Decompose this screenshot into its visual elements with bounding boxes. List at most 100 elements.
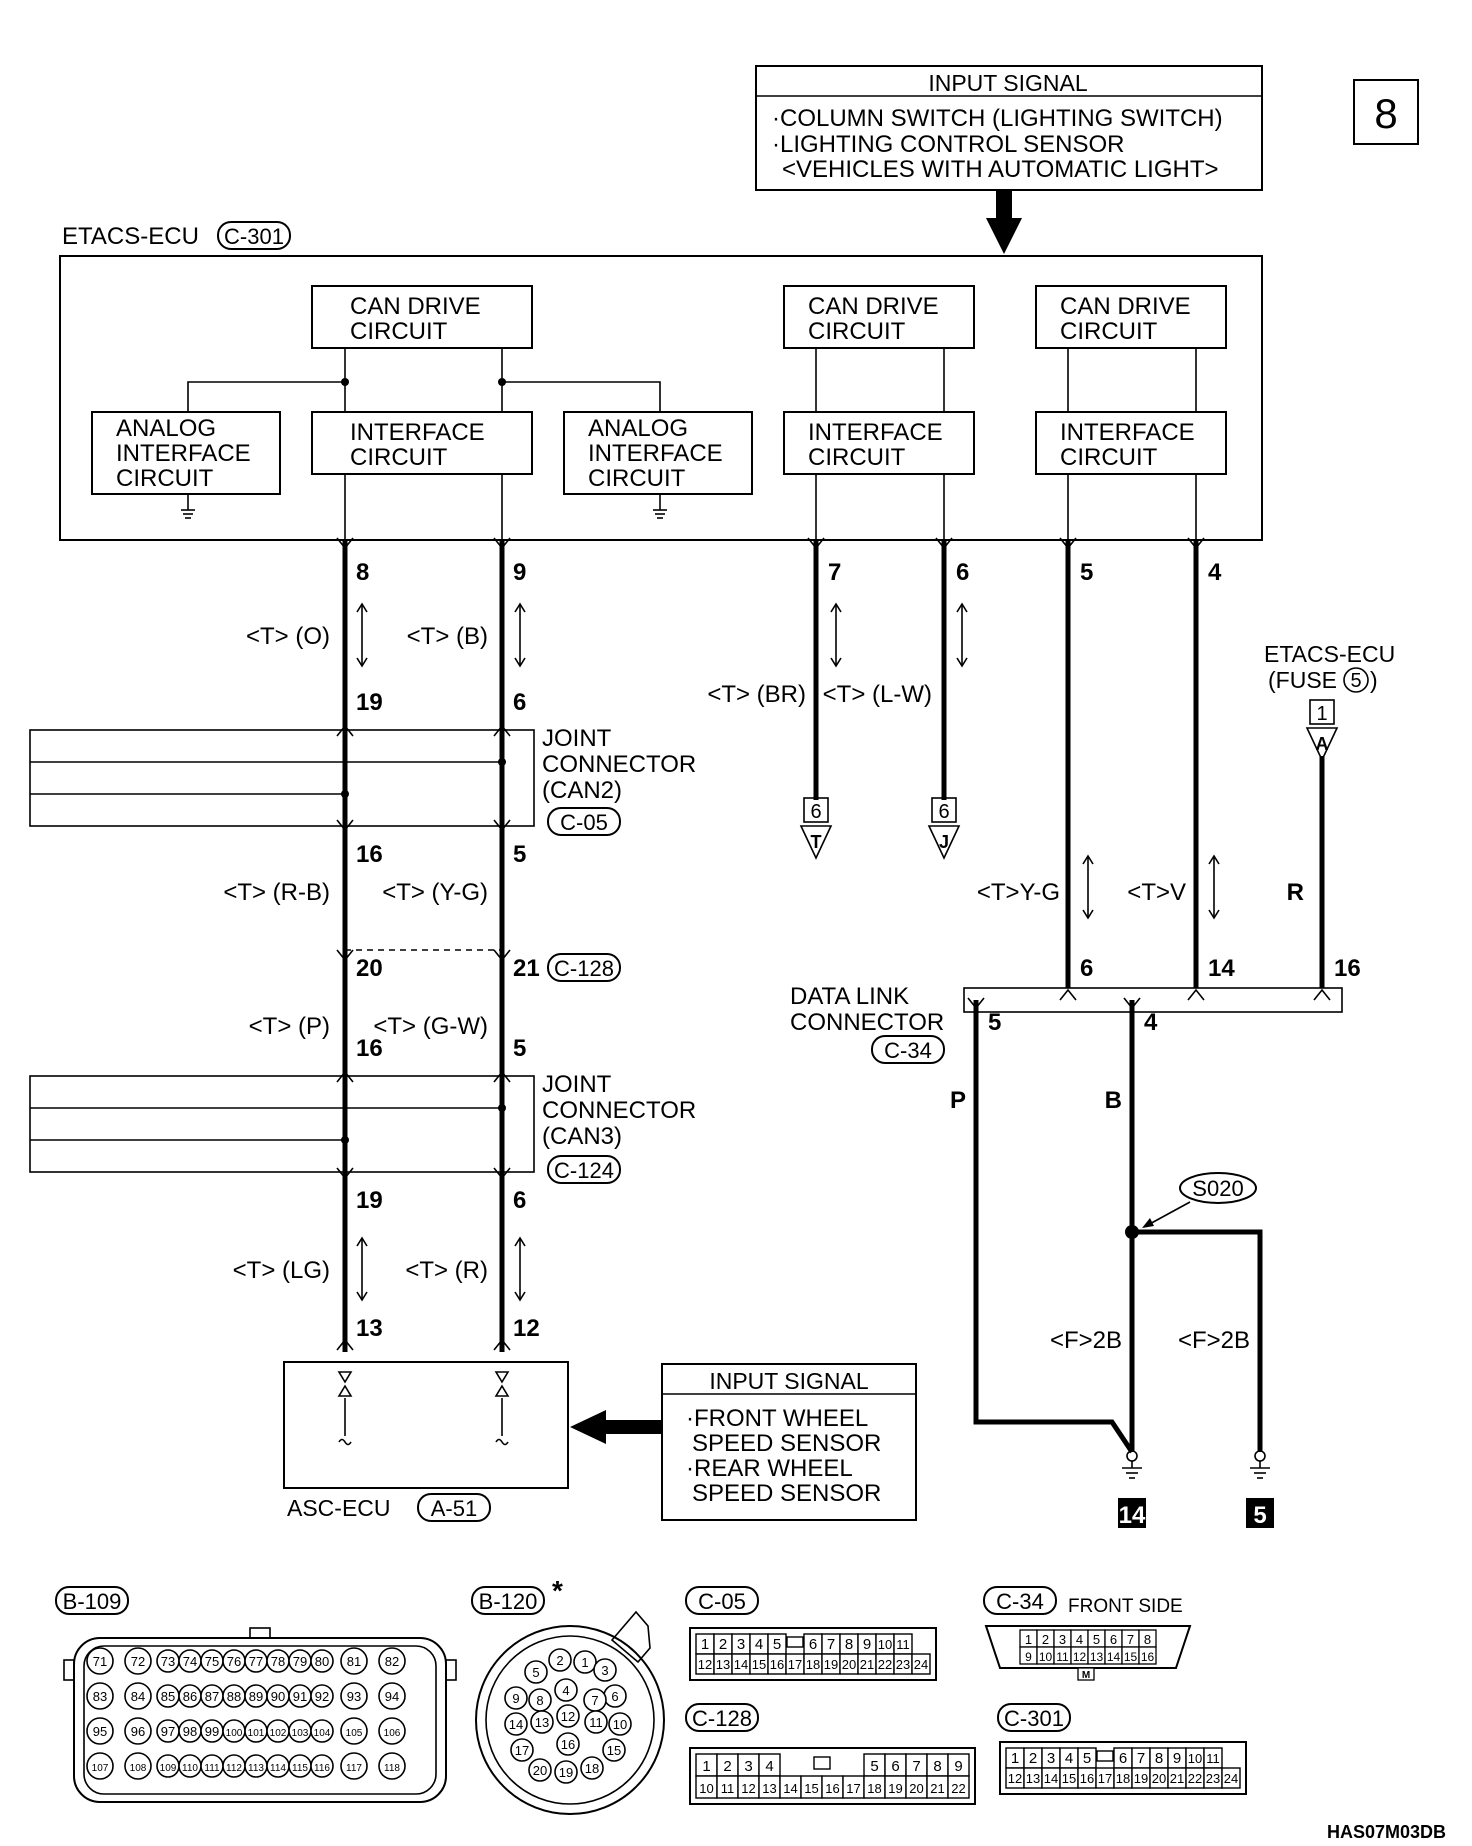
- c301-grid-pin: 3: [1047, 1750, 1055, 1767]
- b109-pin-label: 106: [384, 1728, 401, 1739]
- joint-can2-connector-pill: [547, 807, 621, 836]
- b109-pin-label: 89: [249, 1689, 263, 1704]
- b120-pin-label: 10: [613, 1717, 627, 1732]
- fuse-ref-triangle: [1305, 727, 1339, 762]
- b109-pin: [340, 1647, 368, 1675]
- b109-pin: [310, 1719, 334, 1743]
- input-arrow-left-shaft: [604, 1420, 662, 1434]
- b109-pin: [310, 1684, 334, 1708]
- b120-pin-label: 17: [515, 1743, 529, 1758]
- b120-pin-label: 13: [535, 1715, 549, 1730]
- b109-pin-label: 118: [384, 1763, 400, 1774]
- b109-pin-label: 100: [226, 1728, 243, 1739]
- c34-pin: 3: [1059, 1632, 1066, 1647]
- b109-pin-label: 111: [204, 1763, 220, 1774]
- pin-8: 8: [356, 559, 369, 586]
- joint-can2-line2: CONNECTOR: [542, 751, 696, 778]
- c301-legend-label: C-301: [1004, 1706, 1064, 1731]
- c128-grid-pin: 22: [951, 1781, 965, 1796]
- bidirectional-arrows: [356, 602, 1220, 1302]
- b109-pin-label: 115: [292, 1763, 308, 1774]
- interface-2-line1: INTERFACE: [808, 419, 943, 446]
- b120-pin-label: 5: [532, 1665, 539, 1680]
- joint-can3-line3: (CAN3): [542, 1123, 622, 1150]
- b120-pin-label: 20: [533, 1763, 547, 1778]
- c301-grid-pin: 7: [1137, 1750, 1145, 1767]
- b109-pin-label: 95: [93, 1724, 107, 1739]
- c128-legend-pill: [685, 1703, 759, 1732]
- input-signal-top-line-2: ·LIGHTING CONTROL SENSOR: [772, 131, 1124, 158]
- c34-pin: 16: [1141, 1650, 1155, 1664]
- can-drive-1-line1: CAN DRIVE: [350, 293, 481, 320]
- pin-6-top: 6: [956, 559, 969, 586]
- b109-pin-label: 85: [161, 1689, 175, 1704]
- etacs-ecu-label: ETACS-ECU: [62, 223, 199, 250]
- b109-pin-label: 105: [346, 1728, 363, 1739]
- asc-connector: A-51: [431, 1496, 477, 1521]
- wire-label-r-fuse: R: [1287, 879, 1304, 906]
- joint-connector-can3-box: [29, 1075, 535, 1173]
- can-drive-3-line1: CAN DRIVE: [1060, 293, 1191, 320]
- b109-pin-label: 86: [183, 1689, 197, 1704]
- c34-pin: 13: [1090, 1650, 1104, 1664]
- wire-label-b-dlc: B: [1105, 1087, 1122, 1114]
- b109-pin: [340, 1682, 368, 1710]
- c128-grid-pin: 8: [933, 1758, 941, 1775]
- wire-label-lg: <T> (LG): [233, 1257, 330, 1284]
- can-wires: [342, 540, 1325, 1454]
- b109-pin-label: 93: [347, 1689, 361, 1704]
- dlc-connector: C-34: [884, 1038, 932, 1063]
- can-drive-3-line2: CIRCUIT: [1060, 318, 1158, 345]
- b120-pin: [504, 1686, 528, 1710]
- page-number: 8: [1374, 90, 1397, 137]
- c34-pin: 2: [1042, 1632, 1049, 1647]
- pin-5-top: 5: [1080, 559, 1093, 586]
- input-signal-top-title: INPUT SIGNAL: [928, 70, 1088, 96]
- b120-pin: [602, 1738, 626, 1762]
- b120-pin: [528, 1758, 552, 1782]
- c05-grid-pin: 3: [737, 1636, 745, 1653]
- b109-pin: [378, 1717, 406, 1745]
- joint-can2-connector: C-05: [560, 810, 608, 835]
- c128-grid-pin: 14: [783, 1781, 797, 1796]
- pin-7: 7: [828, 559, 841, 586]
- c301-grid-pin: 21: [1170, 1771, 1184, 1786]
- b120-pin-label: 14: [509, 1717, 523, 1732]
- b109-pin-label: 102: [270, 1728, 287, 1739]
- c34-pin: 8: [1144, 1632, 1151, 1647]
- wire-label-p: <T> (P): [249, 1013, 330, 1040]
- b120-pin-label: 11: [589, 1715, 603, 1730]
- fuse-ref-letter: A: [1316, 734, 1329, 754]
- c128-grid-pin: 21: [930, 1781, 944, 1796]
- etacs-connector-label: C-301: [224, 224, 284, 249]
- c128-grid-pin: 20: [909, 1781, 923, 1796]
- b109-pin-label: 84: [131, 1689, 145, 1704]
- b120-pin-label: 8: [536, 1693, 543, 1708]
- c34-pin: 15: [1124, 1650, 1138, 1664]
- pin-c128-21: 21: [513, 955, 540, 982]
- etacs-connector-pill: [217, 221, 291, 250]
- b120-connector: [475, 1610, 665, 1815]
- b109-pin-label: 94: [385, 1689, 399, 1704]
- b109-pin-label: 116: [314, 1763, 330, 1774]
- splice-s020: S020: [1192, 1176, 1243, 1201]
- wire-label-f2b-2: <F>2B: [1178, 1327, 1250, 1354]
- b109-pin-label: 101: [248, 1728, 265, 1739]
- c128-grid-pin: 13: [762, 1781, 776, 1796]
- c301-grid-pin: 19: [1134, 1771, 1148, 1786]
- c301-grid-pin: 10: [1188, 1751, 1202, 1766]
- input-signal-bottom-box: [661, 1363, 917, 1521]
- c128-grid-pin: 12: [741, 1781, 755, 1796]
- b120-pin: [556, 1704, 580, 1728]
- b109-pin-label: 88: [227, 1689, 241, 1704]
- input-signal-bottom-title: INPUT SIGNAL: [709, 1368, 869, 1394]
- c05-grid-pin: 20: [842, 1657, 856, 1672]
- b109-pin: [86, 1717, 114, 1745]
- c34-pin: 11: [1056, 1650, 1069, 1664]
- c34-front-side: FRONT SIDE: [1068, 1596, 1183, 1617]
- b109-pin: [340, 1752, 368, 1780]
- b120-pill: [471, 1586, 545, 1615]
- can-drive-1-line2: CIRCUIT: [350, 318, 448, 345]
